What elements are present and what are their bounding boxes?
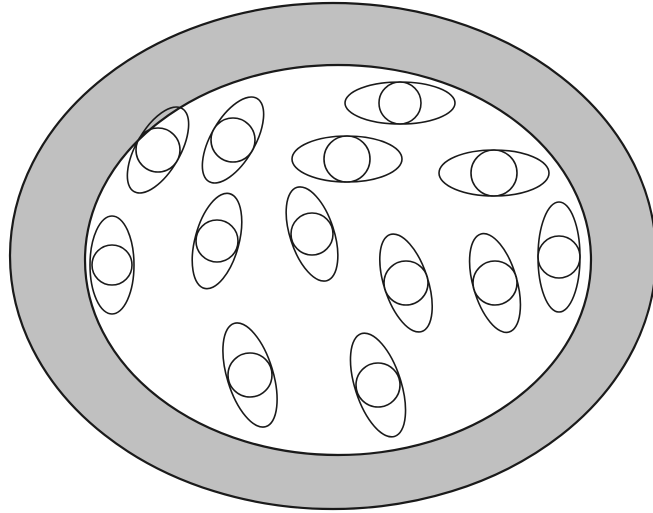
cell-diagram	[0, 0, 653, 513]
